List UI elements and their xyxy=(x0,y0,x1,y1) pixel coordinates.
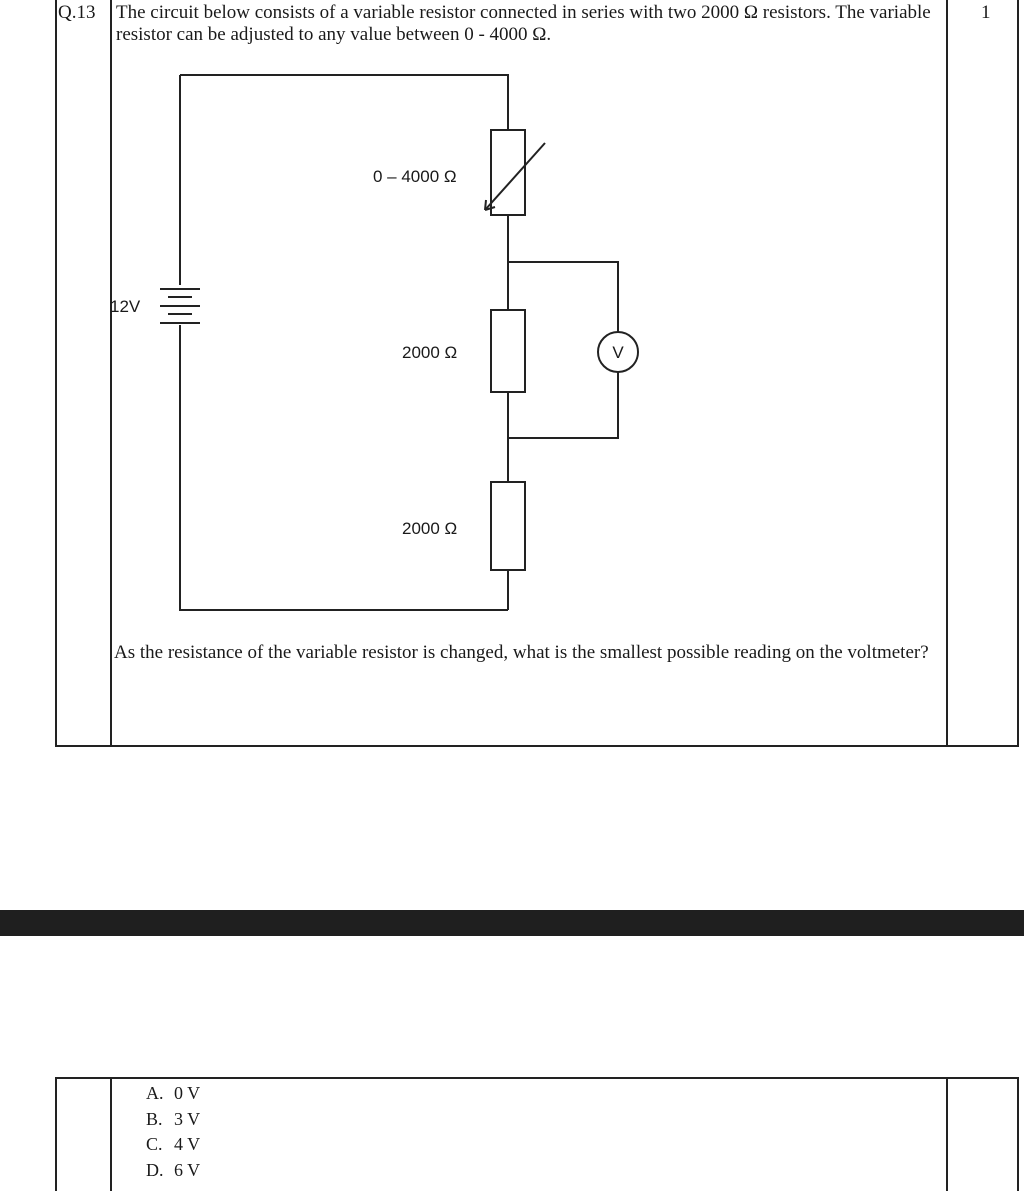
marks-divider xyxy=(946,0,948,747)
resistor-1-icon xyxy=(490,309,526,393)
resistor-2-icon xyxy=(490,481,526,571)
option-letter: A. xyxy=(146,1083,164,1103)
voltmeter-icon xyxy=(597,331,639,373)
option-letter: C. xyxy=(146,1134,163,1154)
battery-icon xyxy=(160,288,200,324)
voltmeter-label: V xyxy=(612,343,624,362)
option-text: 3 V xyxy=(174,1108,201,1129)
question-prompt: As the resistance of the variable resist… xyxy=(114,642,929,663)
circuit-diagram: V 12V 0 – 4000 Ω 2000 Ω 2000 Ω xyxy=(110,74,639,611)
page-separator xyxy=(0,910,1024,936)
option-text: 0 V xyxy=(174,1083,201,1103)
options-left-divider xyxy=(110,1077,112,1191)
wire-voltmeter xyxy=(508,261,619,439)
option-a[interactable]: A. 0 V xyxy=(146,1081,200,1107)
wire-left-lower xyxy=(179,325,508,611)
option-text: 4 V xyxy=(174,1134,201,1154)
question-number: Q.13 xyxy=(58,2,96,23)
option-letter: D. xyxy=(146,1159,164,1180)
resistor-2-label: 2000 Ω xyxy=(402,519,457,538)
option-text: 6 V xyxy=(174,1159,201,1180)
question-number-divider xyxy=(110,0,112,747)
variable-resistor-label: 0 – 4000 Ω xyxy=(373,167,457,186)
option-d[interactable]: D. 6 V xyxy=(146,1158,200,1184)
battery-label: 12V xyxy=(110,297,141,316)
options-frame xyxy=(55,1077,1019,1191)
variable-resistor-icon xyxy=(484,129,546,216)
option-c[interactable]: C. 4 V xyxy=(146,1132,200,1158)
question-stem: The circuit below consists of a variable… xyxy=(116,2,931,45)
answer-options: A. 0 V B. 3 V C. 4 V D. 6 V xyxy=(146,1081,200,1183)
wire-top-left xyxy=(180,74,509,130)
option-letter: B. xyxy=(146,1108,163,1129)
marks-value: 1 xyxy=(981,2,991,23)
option-b[interactable]: B. 3 V xyxy=(146,1107,200,1133)
resistor-1-label: 2000 Ω xyxy=(402,343,457,362)
options-right-divider xyxy=(946,1077,948,1191)
question-frame xyxy=(55,0,1019,747)
